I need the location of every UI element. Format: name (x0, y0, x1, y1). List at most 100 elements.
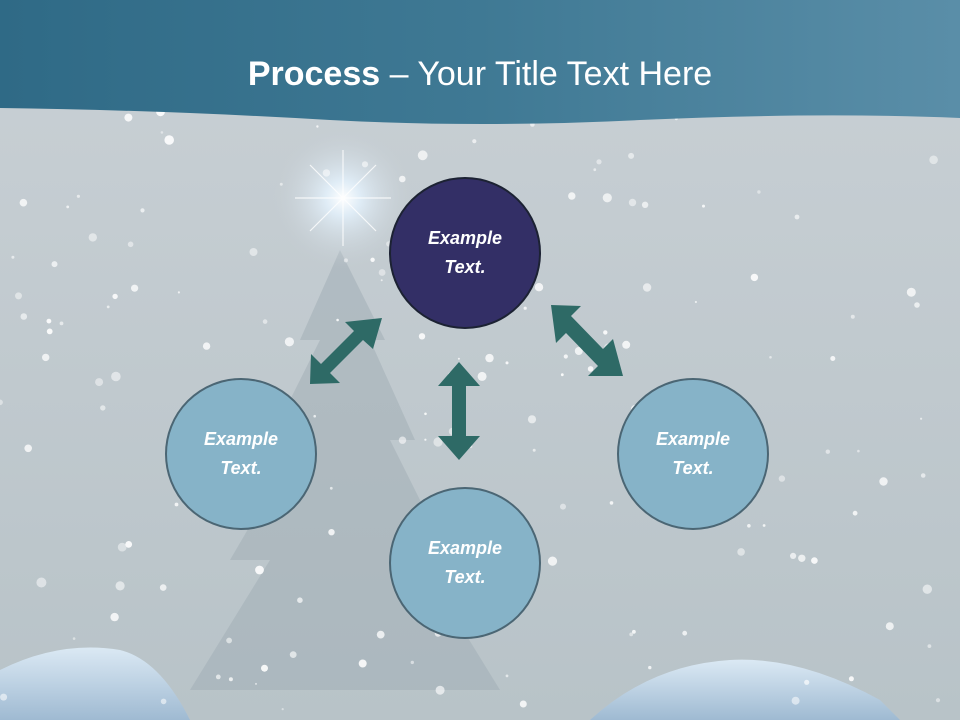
snowflake (160, 131, 164, 134)
snowflake (914, 302, 920, 308)
snowflake (505, 674, 509, 678)
snow-hill-left (0, 647, 190, 720)
snowflake (255, 682, 257, 685)
snowflake (628, 198, 637, 207)
snowflake (322, 169, 331, 177)
snowflake (560, 503, 566, 510)
snowflake (532, 448, 536, 452)
snowflake (602, 193, 612, 203)
snowflake (140, 208, 145, 213)
snowflake (609, 501, 614, 505)
snowflake (747, 524, 751, 528)
circle-right[interactable]: Example Text. (617, 378, 769, 530)
snowflake (117, 542, 127, 552)
snowflake (0, 399, 3, 406)
snowflake (737, 548, 745, 556)
snowflake (46, 318, 52, 324)
snowflake (115, 581, 125, 591)
circle-left[interactable]: Example Text. (165, 378, 317, 530)
snowflake (477, 371, 487, 381)
snowflake (66, 205, 70, 209)
snowflake (255, 565, 264, 575)
snowflake (59, 321, 64, 326)
snowflake (378, 269, 386, 276)
snowflake (297, 597, 303, 603)
circle-bottom[interactable]: Example Text. (389, 487, 541, 639)
snowflake (435, 685, 445, 695)
snowflake (174, 502, 179, 507)
snowflake (560, 373, 564, 377)
snowflake (433, 437, 443, 447)
snowflake (596, 159, 602, 165)
snowflake (72, 637, 76, 640)
snowflake (629, 632, 634, 637)
snowflake (249, 248, 258, 256)
snowflake (343, 258, 348, 263)
snowflake (750, 273, 759, 282)
snowflake (857, 449, 860, 453)
circle-left-text: Example Text. (203, 429, 279, 478)
snowflake (804, 679, 810, 685)
circle-bottom-text: Example Text. (427, 538, 503, 587)
snowflake (879, 477, 888, 486)
snowflake (794, 214, 800, 220)
snowflake (215, 674, 221, 680)
snowflake (399, 175, 406, 183)
snowflake (228, 677, 233, 682)
snowflake (279, 182, 283, 186)
snowflake (289, 651, 297, 658)
snowflake (417, 150, 428, 161)
snowflake (519, 700, 527, 708)
snowflake (920, 417, 923, 420)
snowflake (702, 204, 705, 208)
snowflake (935, 698, 941, 703)
snowflake (791, 696, 800, 705)
snowflake (111, 371, 121, 382)
snowflake (131, 284, 139, 292)
snowflake (632, 629, 636, 634)
snowflake (112, 293, 118, 300)
snowflake (485, 353, 494, 363)
snowflake (472, 139, 477, 144)
snowflake (262, 319, 268, 324)
snowflake (76, 194, 80, 198)
snowflake (202, 342, 211, 350)
circle-top[interactable]: Example Text. (389, 177, 541, 329)
snowflake (523, 306, 527, 310)
snowflake (798, 554, 806, 562)
snowflake (622, 340, 631, 349)
snowflake (922, 584, 932, 594)
snowflake (51, 261, 58, 268)
snowflake (457, 357, 460, 360)
snowflake (313, 414, 317, 418)
snowflake (281, 708, 284, 711)
snowflake (46, 328, 53, 335)
snowflake (36, 577, 47, 588)
snowflake (376, 630, 385, 639)
snowflake (11, 255, 15, 259)
snowflake (769, 356, 772, 359)
snowflake (762, 524, 766, 527)
snowflake (19, 198, 28, 207)
snowflake (20, 313, 28, 320)
snowflake (927, 644, 932, 648)
snowflake (380, 279, 383, 282)
snowflake (906, 287, 916, 297)
snowflake (848, 676, 854, 682)
snowflake (418, 333, 426, 340)
snowflake (825, 449, 830, 454)
snowflake (424, 438, 427, 441)
snowflake (648, 665, 652, 670)
snowflake (603, 330, 608, 335)
snowflake (574, 347, 583, 355)
snowflake (628, 152, 635, 159)
circle-top-text: Example Text. (427, 228, 503, 277)
snowflake (95, 378, 104, 387)
circle-right-text: Example Text. (655, 429, 731, 478)
snowflake (328, 529, 335, 536)
snowflake (527, 415, 537, 424)
snowflake (850, 314, 855, 319)
snowflake (361, 161, 369, 168)
